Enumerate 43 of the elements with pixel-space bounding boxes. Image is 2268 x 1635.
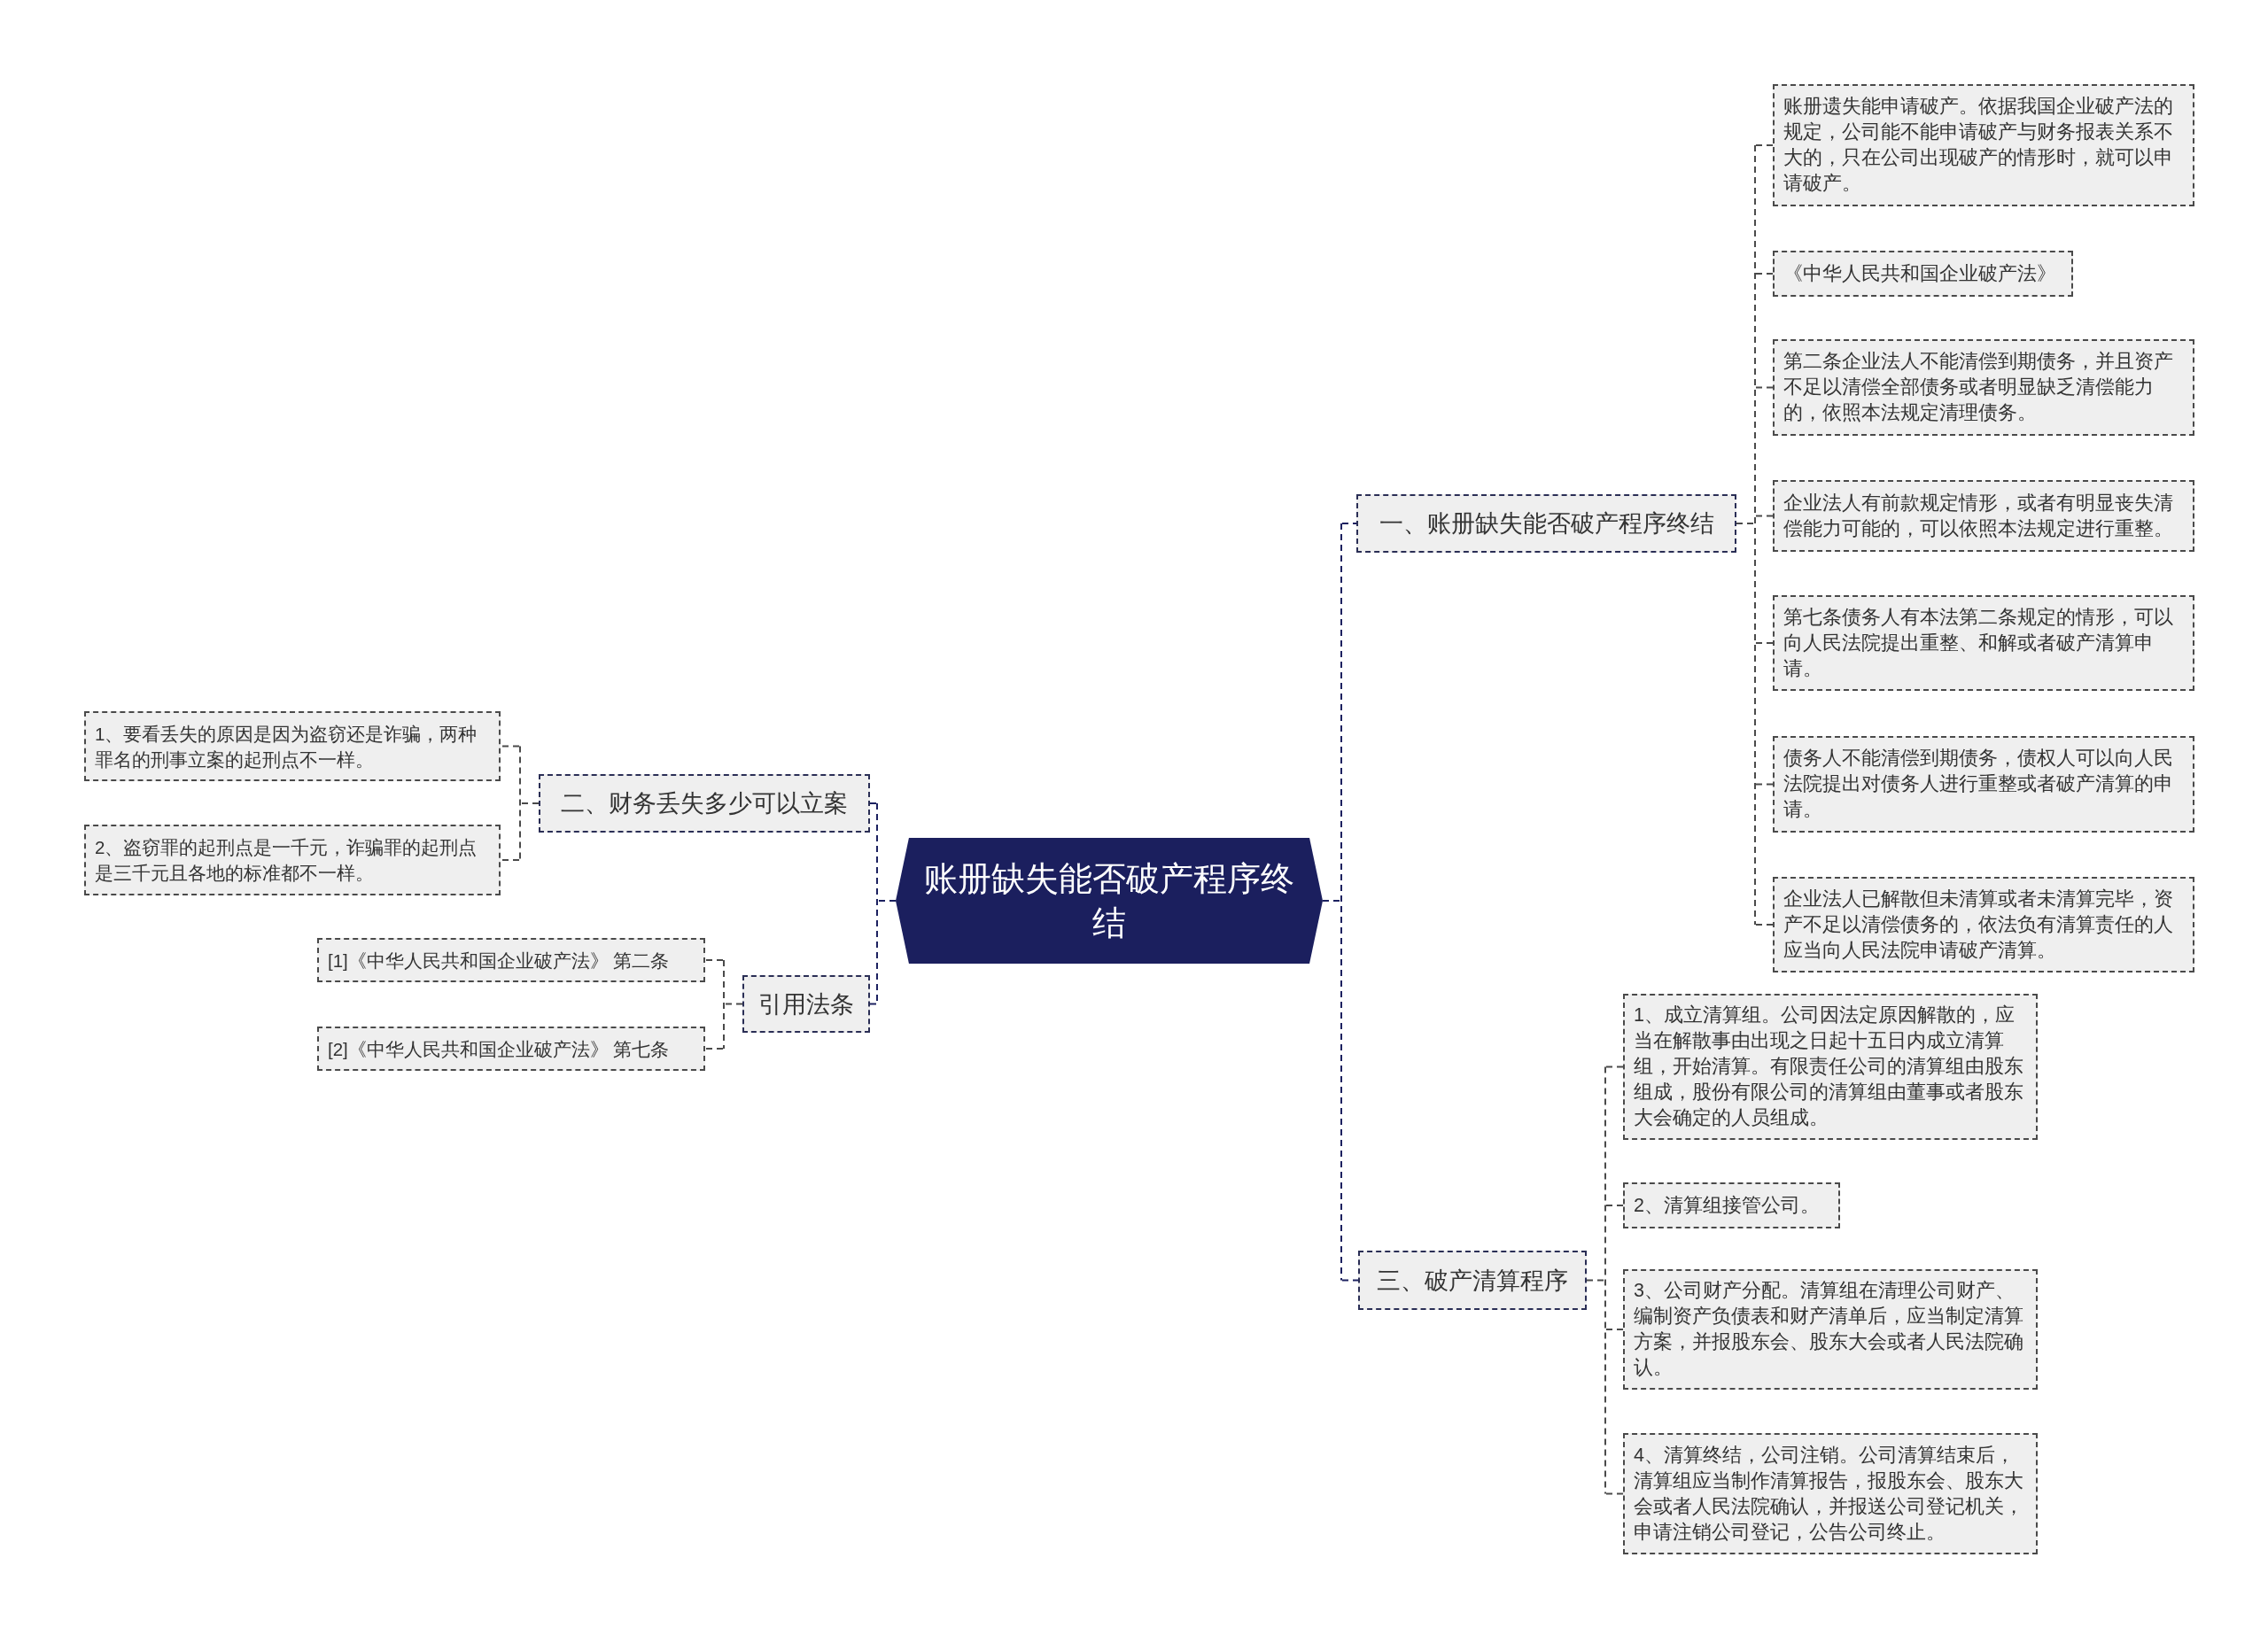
connector-line [869, 802, 877, 804]
note-box: 2、清算组接管公司。 [1623, 1182, 1840, 1228]
note-box: 账册遗失能申请破产。依据我国企业破产法的规定，公司能不能申请破产与财务报表关系不大的，只在公司出现破产的情形时，就可以申请破产。 [1773, 84, 2194, 206]
connector-line [500, 859, 520, 861]
connector-line [1755, 273, 1774, 275]
connector-line [1755, 515, 1774, 517]
connector-line [1755, 386, 1774, 389]
note-box: 第二条企业法人不能清偿到期债务，并且资产不足以清偿全部债务或者明显缺乏清偿能力的，依照本法规定清理债务。 [1773, 339, 2194, 436]
connector-line [1605, 1065, 1624, 1068]
connector-line [704, 959, 724, 961]
connector-line [1755, 783, 1774, 786]
note-box: 第七条债务人有本法第二条规定的情形，可以向人民法院提出重整、和解或者破产清算申请。 [1773, 595, 2194, 691]
connector-line [500, 745, 520, 748]
connector-line [1755, 924, 1774, 926]
branch-topic-box: 引用法条 [742, 975, 870, 1033]
note-box: 1、要看丢失的原因是因为盗窃还是诈骗，两种罪名的刑事立案的起刑点不一样。 [84, 711, 501, 781]
connector-line [1341, 1279, 1359, 1282]
branch-topic-box: 三、破产清算程序 [1358, 1251, 1587, 1310]
note-box: 3、公司财产分配。清算组在清理公司财产、编制资产负债表和财产清单后，应当制定清算方案，并报股东会、股东大会或者人民法院确认。 [1623, 1269, 2038, 1390]
connector-line [1341, 523, 1357, 524]
note-box: 企业法人有前款规定情形，或者有明显丧失清偿能力可能的，可以依照本法规定进行重整。 [1773, 480, 2194, 552]
connector-line [1605, 1205, 1624, 1206]
note-box: 债务人不能清偿到期债务，债权人可以向人民法院提出对债务人进行重整或者破产清算的申请。 [1773, 736, 2194, 833]
note-box: [2]《中华人民共和国企业破产法》 第七条 [317, 1027, 705, 1071]
note-box: 企业法人已解散但未清算或者未清算完毕，资产不足以清偿债务的，依法负有清算责任的人应当向人民法院申请破产清算。 [1773, 877, 2194, 972]
connector-line [519, 745, 540, 861]
connector-line [1605, 1492, 1624, 1495]
connector-line [869, 1003, 877, 1005]
note-box: 2、盗窃罪的起刑点是一千元，诈骗罪的起刑点是三千元且各地的标准都不一样。 [84, 825, 501, 895]
note-box: 《中华人民共和国企业破产法》 [1773, 251, 2073, 297]
note-box: [1]《中华人民共和国企业破产法》 第二条 [317, 938, 705, 982]
connector-line [1736, 144, 1756, 926]
connector-line [1755, 642, 1774, 644]
note-box: 1、成立清算组。公司因法定原因解散的，应当在解散事由出现之日起十五日内成立清算组，开始清算。有限责任公司的清算组由股东组成，股份有限公司的清算组由董事或者股东大会确定的人员组成。 [1623, 994, 2038, 1140]
connector-line [1755, 144, 1774, 146]
branch-topic-box: 二、财务丢失多少可以立案 [539, 774, 870, 833]
branch-topic-box: 一、账册缺失能否破产程序终结 [1356, 494, 1736, 553]
connector-line [1322, 523, 1342, 1282]
connector-line [704, 1048, 724, 1050]
connector-line [723, 959, 743, 1050]
note-box: 4、清算终结，公司注销。公司清算结束后，清算组应当制作清算报告，报股东会、股东大会或者人民法院确认，并报送公司登记机关，申请注销公司登记，公告公司终止。 [1623, 1433, 2038, 1554]
connector-line [1586, 1065, 1606, 1495]
connector-line [1605, 1329, 1624, 1330]
